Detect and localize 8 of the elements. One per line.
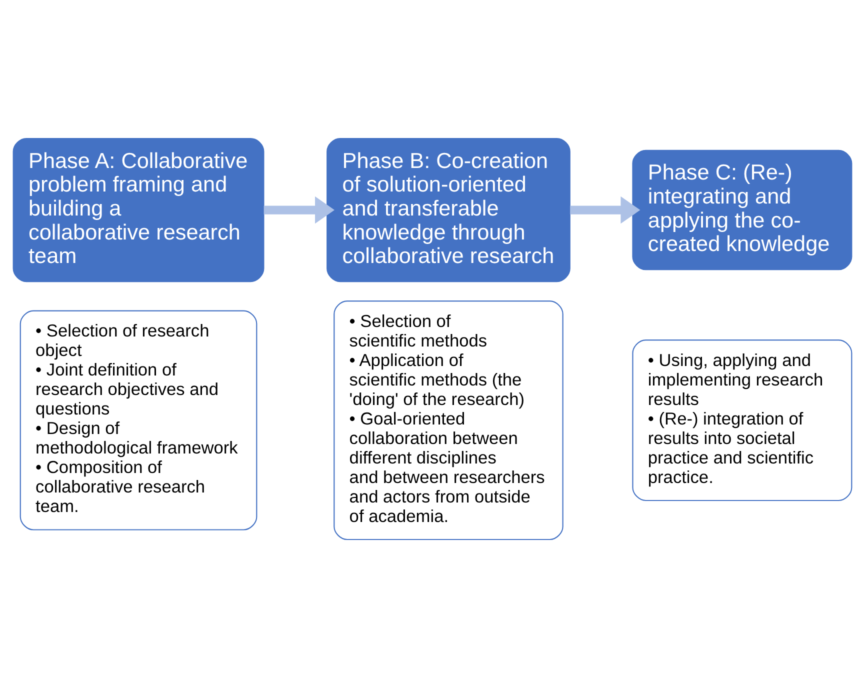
node-box: Phase C: (Re-) integrating and applying the co-created knowledge <box>632 150 852 270</box>
node-box: Phase B: Co-creation of solution-oriented and transferable knowledge through collaborative research <box>326 138 570 282</box>
node-box: Phase A: Collaborative problem framing and building a collaborative research team <box>12 138 264 282</box>
node-box: • Selection of research object • Joint definition of research objectives and questions • Design of methodological framework • Composition of collaborative research team. <box>19 310 257 530</box>
arrow <box>263 196 334 224</box>
node-box: • Using, applying and implementing research results • (Re-) integration of results into societal practice and scientific practice. <box>632 340 852 502</box>
arrow <box>570 196 640 224</box>
node-box: • Selection of scientific methods • Application of scientific methods (the 'doing' of the research) • Goal-oriented collaboration between different disciplines and between researchers and actors from outside of academia. <box>333 300 563 540</box>
